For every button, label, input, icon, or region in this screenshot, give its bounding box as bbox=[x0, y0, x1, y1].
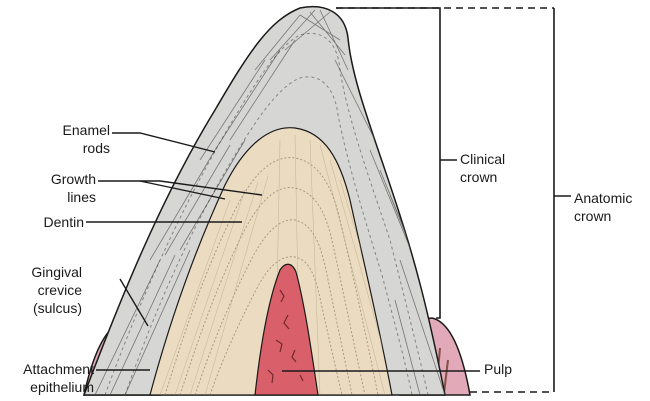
label-enamel-rods: Enamel rods bbox=[62, 122, 110, 156]
leader-growth-lines-2 bbox=[139, 180, 226, 200]
leader-growth-lines-1 bbox=[98, 180, 263, 196]
dentin-growth-lines bbox=[164, 157, 379, 395]
pulp-texture bbox=[267, 289, 304, 384]
dentin-tubules bbox=[159, 134, 392, 395]
leader-lines bbox=[86, 132, 571, 372]
label-dentin: Dentin bbox=[43, 214, 84, 230]
label-attachment-epithelium: Attachment epithelium bbox=[23, 361, 94, 395]
label-growth-lines: Growth lines bbox=[50, 171, 96, 205]
enamel-growth-bands bbox=[104, 33, 429, 395]
label-pulp: Pulp bbox=[484, 361, 513, 377]
label-gingival-crevice: Gingival crevice (sulcus) bbox=[31, 264, 82, 316]
label-clinical-crown: Clinical crown bbox=[460, 151, 506, 185]
dentin bbox=[149, 127, 393, 396]
leader-gingival-crevice bbox=[119, 278, 149, 327]
anatomic-crown-bracket-dashed bbox=[336, 7, 554, 393]
leader-enamel-rods bbox=[112, 132, 216, 153]
label-anatomic-crown: Anatomic crown bbox=[574, 190, 633, 224]
pulp bbox=[254, 263, 319, 396]
